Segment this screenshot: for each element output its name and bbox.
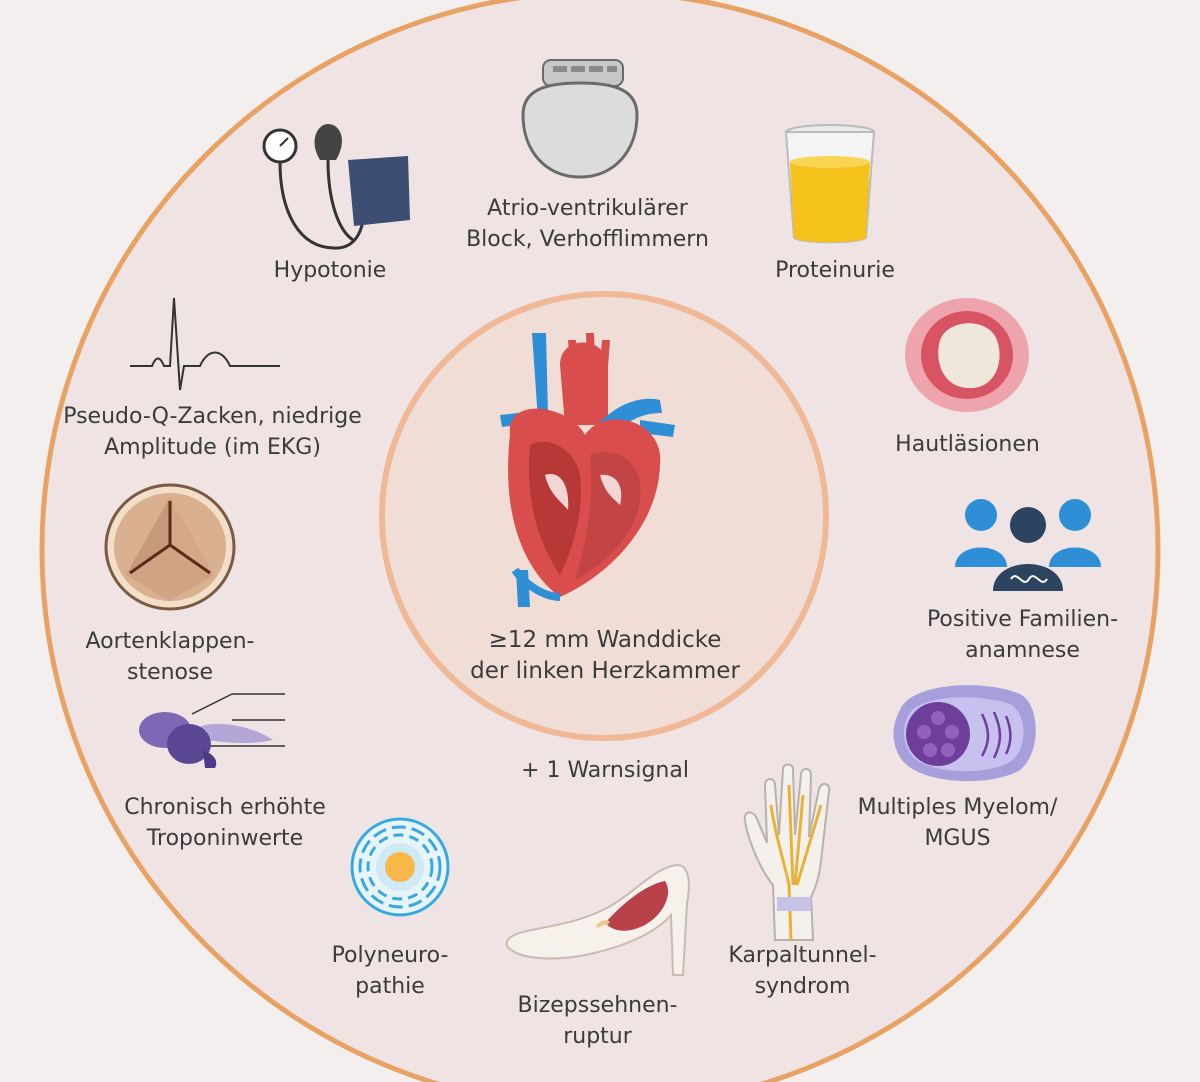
ecg-wave-icon [130, 297, 280, 391]
label-myelom: Multiples Myelom/ MGUS [857, 795, 1058, 851]
label-proteinurie: Proteinurie [775, 258, 895, 283]
troponin-protein-icon [139, 693, 285, 768]
blood-pressure-cuff-icon [262, 124, 410, 250]
label-bizeps: Bizepssehnen- ruptur [517, 993, 678, 1049]
label-polyneuro: Polyneuro- pathie [331, 943, 449, 999]
family-dna-icon [955, 499, 1101, 591]
label-troponin: Chronisch erhöhte Troponinwerte [124, 795, 326, 851]
pacemaker-icon [521, 59, 639, 179]
urine-cup-icon [784, 124, 876, 244]
label-hypotonie: Hypotonie [273, 258, 387, 283]
label-ekg: Pseudo-Q-Zacken, niedrige Amplitude (im … [63, 404, 362, 460]
label-wanddicke: ≥12 mm Wanddicke der linken Herzkammer [470, 627, 740, 684]
label-haut: Hautläsionen [895, 432, 1040, 457]
heart-icon [500, 333, 675, 607]
label-familie: Positive Familien- anamnese [926, 607, 1119, 663]
label-aorten: Aortenklappen- stenose [85, 629, 255, 685]
label-karpal: Karpaltunnel- syndrom [728, 943, 877, 999]
nerve-cell-icon [350, 817, 450, 917]
skin-lesion-icon [905, 298, 1029, 412]
aortic-valve-icon [104, 483, 236, 611]
label-warnsignal: + 1 Warnsignal [521, 758, 689, 783]
biceps-arm-icon [505, 863, 690, 976]
wrist-nerve-icon [743, 763, 831, 941]
myeloma-cell-icon [893, 685, 1036, 782]
label-av-block: Atrio-ventrikulärer Block, Verhofflimmer… [466, 196, 709, 252]
